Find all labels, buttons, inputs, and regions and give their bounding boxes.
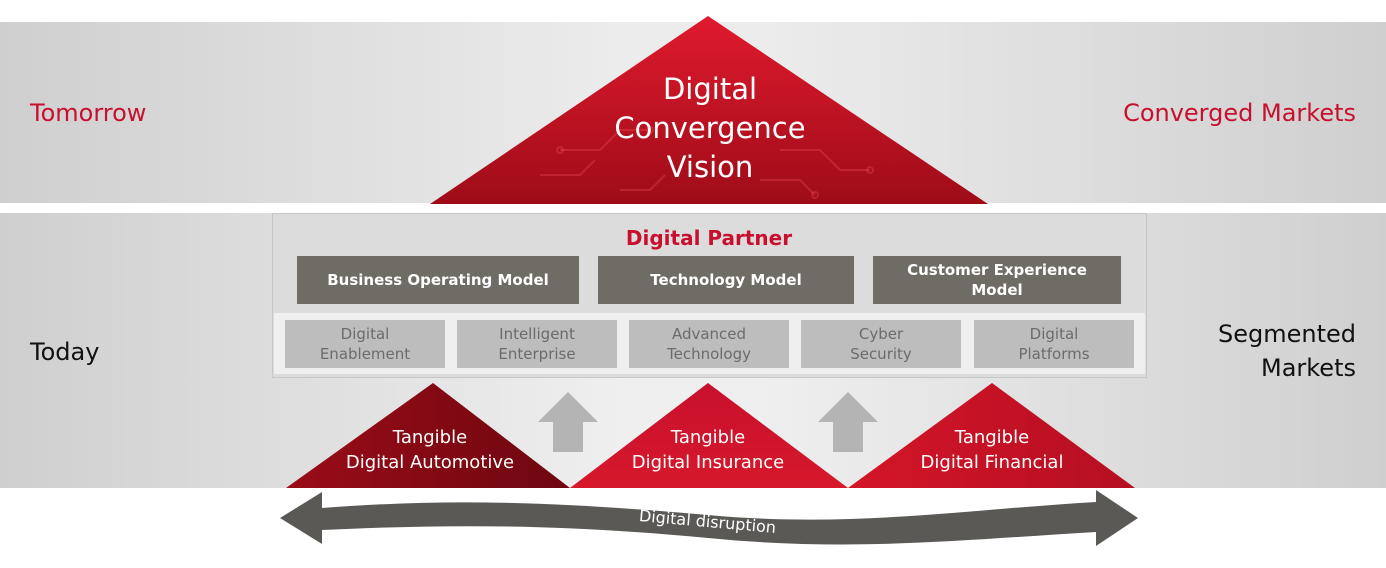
segment-line2: Digital Insurance	[631, 452, 785, 473]
converged-markets-label: Converged Markets	[1123, 99, 1356, 127]
tomorrow-label: Tomorrow	[30, 99, 147, 127]
capability-line2: Enablement	[319, 345, 411, 363]
vision-line2: Convergence	[614, 111, 806, 145]
segment-insurance-label: Tangible Digital Insurance	[578, 425, 838, 475]
capability-line1: Cyber	[858, 325, 904, 343]
automotive-triangle	[286, 383, 570, 488]
technology-model-box: Technology Model	[598, 256, 854, 304]
segment-line1: Tangible	[392, 427, 468, 448]
vision-line1: Digital	[662, 72, 758, 106]
segmented-label-line2: Markets	[1260, 354, 1356, 382]
capability-line1: Digital	[340, 325, 390, 343]
segment-line2: Digital Financial	[920, 452, 1064, 473]
segmented-label-line1: Segmented	[1218, 320, 1356, 348]
insurance-triangle	[570, 383, 848, 488]
capability-line1: Digital	[1029, 325, 1079, 343]
model-line1: Customer Experience	[907, 261, 1087, 279]
financial-triangle	[848, 383, 1135, 488]
segmented-markets-label: Segmented Markets	[1218, 317, 1356, 385]
up-arrow-icon	[538, 392, 598, 452]
segment-line1: Tangible	[670, 427, 746, 448]
segment-automotive-label: Tangible Digital Automotive	[300, 425, 560, 475]
capability-line2: Security	[850, 345, 912, 363]
today-label: Today	[30, 338, 100, 366]
circuit-pattern	[540, 126, 874, 199]
capability-line1: Advanced	[671, 325, 747, 343]
segment-financial-label: Tangible Digital Financial	[862, 425, 1122, 475]
vision-triangle	[430, 16, 988, 204]
segment-line1: Tangible	[954, 427, 1030, 448]
vision-title: Digital Convergence Vision	[560, 70, 860, 187]
capability-line1: Intelligent	[499, 325, 575, 343]
model-line2: Model	[971, 281, 1023, 299]
model-line1: Technology Model	[650, 271, 802, 289]
segment-line2: Digital Automotive	[345, 452, 515, 473]
vision-line3: Vision	[666, 150, 754, 184]
double-arrow-icon	[280, 490, 1138, 546]
capability-line2: Technology	[666, 345, 752, 363]
capability-line2: Platforms	[1018, 345, 1090, 363]
capability-line2: Enterprise	[498, 345, 576, 363]
up-arrow-icon	[818, 392, 878, 452]
model-line1: Business Operating Model	[327, 271, 549, 289]
business-operating-model-box: Business Operating Model	[297, 256, 579, 304]
